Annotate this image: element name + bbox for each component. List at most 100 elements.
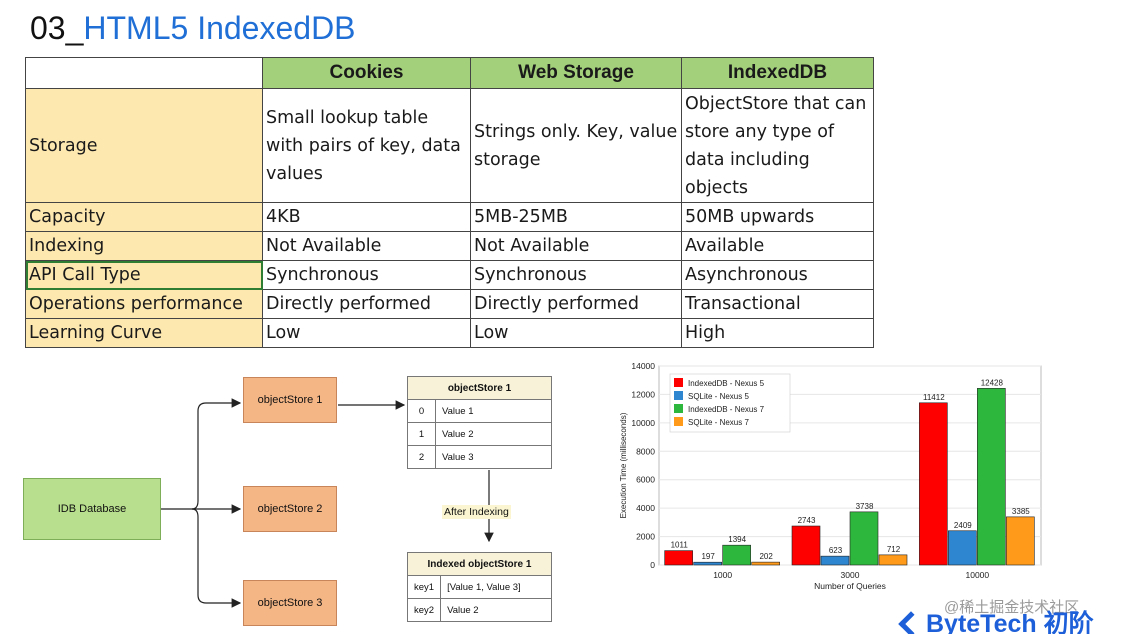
row-label[interactable]: Storage: [25, 88, 263, 203]
bar: [1006, 516, 1035, 566]
row-label[interactable]: Indexing: [25, 231, 263, 261]
data-label: 202: [759, 552, 773, 561]
key-cell: key1: [406, 575, 442, 599]
bar: [849, 511, 879, 566]
bar: [977, 388, 1006, 566]
y-tick-label: 14000: [631, 361, 655, 371]
table-cell[interactable]: Directly performed: [262, 289, 471, 319]
legend-swatch: [674, 417, 683, 426]
value-cell: Value 2: [435, 422, 552, 446]
slide-title: 03_HTML5 IndexedDB: [30, 8, 356, 48]
bar: [664, 550, 693, 566]
performance-chart: 0 2000 4000 6000 8000 10000 12000 14000 1011 197 1…: [600, 355, 1070, 620]
y-tick-label: 8000: [636, 446, 655, 456]
table-corner-cell[interactable]: [25, 57, 263, 89]
data-label: 1394: [728, 535, 746, 544]
data-label: 11412: [923, 393, 945, 402]
table-row: Indexing Not Available Not Available Ava…: [25, 231, 874, 261]
table-cell[interactable]: Small lookup table with pairs of key, da…: [262, 88, 471, 203]
bar: [919, 402, 948, 566]
y-tick-label: 10000: [631, 418, 655, 428]
objectstore-table-title: objectStore 1: [407, 376, 552, 400]
data-label: 712: [887, 545, 901, 554]
table-cell[interactable]: 50MB upwards: [681, 202, 874, 232]
brand-text: ByteTech 初阶: [926, 610, 1094, 634]
table-cell[interactable]: High: [681, 318, 874, 348]
table-cell[interactable]: Asynchronous: [681, 260, 874, 290]
table-cell[interactable]: Strings only. Key, value storage: [470, 88, 682, 203]
table-cell[interactable]: Synchronous: [470, 260, 682, 290]
column-header-cookies[interactable]: Cookies: [262, 57, 471, 89]
comparison-table: Cookies Web Storage IndexedDB Storage Sm…: [25, 57, 874, 348]
y-tick-label: 4000: [636, 503, 655, 513]
key-cell: 2: [407, 445, 436, 469]
table-cell[interactable]: Not Available: [262, 231, 471, 261]
key-cell: 0: [407, 399, 436, 423]
bytetech-logo-icon: [898, 611, 924, 634]
y-axis-label: Execution Time (milliseconds): [619, 412, 628, 518]
data-label: 197: [701, 552, 715, 561]
table-row: Capacity 4KB 5MB-25MB 50MB upwards: [25, 202, 874, 232]
data-label: 1011: [671, 541, 689, 550]
y-tick-label: 6000: [636, 475, 655, 485]
x-tick-label: 3000: [841, 570, 860, 580]
x-tick-label: 10000: [966, 570, 990, 580]
bar: [878, 554, 908, 566]
bar: [791, 525, 821, 566]
table-cell[interactable]: Low: [470, 318, 682, 348]
brand-logo: ByteTech 初阶: [898, 609, 1094, 634]
row-label[interactable]: Operations performance: [25, 289, 263, 319]
table-cell[interactable]: Directly performed: [470, 289, 682, 319]
table-cell[interactable]: Available: [681, 231, 874, 261]
x-tick-label: 1000: [713, 570, 732, 580]
legend-entry: IndexedDB - Nexus 7: [688, 405, 765, 414]
data-label: 3385: [1012, 507, 1030, 516]
table-cell[interactable]: Not Available: [470, 231, 682, 261]
legend-swatch: [674, 378, 683, 387]
column-header-indexeddb[interactable]: IndexedDB: [681, 57, 874, 89]
y-tick-label: 2000: [636, 532, 655, 542]
value-cell: Value 3: [435, 445, 552, 469]
objectstore-node-3: objectStore 3: [243, 580, 337, 626]
row-label[interactable]: Capacity: [25, 202, 263, 232]
indexed-objectstore-table: Indexed objectStore 1 key1[Value 1, Valu…: [406, 552, 552, 622]
table-row: API Call Type Synchronous Synchronous As…: [25, 260, 874, 290]
indexed-table-title: Indexed objectStore 1: [407, 552, 552, 576]
watermark-text: @稀土掘金技术社区: [944, 599, 1080, 616]
table-cell[interactable]: Synchronous: [262, 260, 471, 290]
y-tick-label: 12000: [631, 389, 655, 399]
table-cell[interactable]: 5MB-25MB: [470, 202, 682, 232]
legend-swatch: [674, 404, 683, 413]
bar: [751, 561, 780, 566]
legend-entry: SQLite - Nexus 5: [688, 392, 749, 401]
value-cell: Value 2: [440, 598, 552, 622]
table-cell[interactable]: ObjectStore that can store any type of d…: [681, 88, 874, 203]
row-label-selected[interactable]: API Call Type: [25, 260, 263, 290]
slide-number: 03_: [30, 10, 84, 46]
table-cell[interactable]: Transactional: [681, 289, 874, 319]
table-cell[interactable]: Low: [262, 318, 471, 348]
bar: [820, 555, 850, 566]
data-label: 2743: [798, 516, 816, 525]
table-row: Operations performance Directly performe…: [25, 289, 874, 319]
data-label: 3738: [856, 502, 874, 511]
row-label[interactable]: Learning Curve: [25, 318, 263, 348]
bar: [693, 561, 722, 566]
table-row: key1[Value 1, Value 3]: [406, 575, 552, 599]
legend-entry: IndexedDB - Nexus 5: [688, 379, 765, 388]
table-cell[interactable]: 4KB: [262, 202, 471, 232]
column-header-web-storage[interactable]: Web Storage: [470, 57, 682, 89]
x-axis-label: Number of Queries: [814, 581, 886, 591]
value-cell: [Value 1, Value 3]: [440, 575, 552, 599]
idb-database-node: IDB Database: [23, 478, 161, 540]
bar: [948, 530, 977, 566]
table-row: Learning Curve Low Low High: [25, 318, 874, 348]
slide-heading: HTML5 IndexedDB: [83, 10, 356, 46]
legend-swatch: [674, 391, 683, 400]
key-cell: key2: [406, 598, 442, 622]
y-tick-label: 0: [650, 560, 655, 570]
